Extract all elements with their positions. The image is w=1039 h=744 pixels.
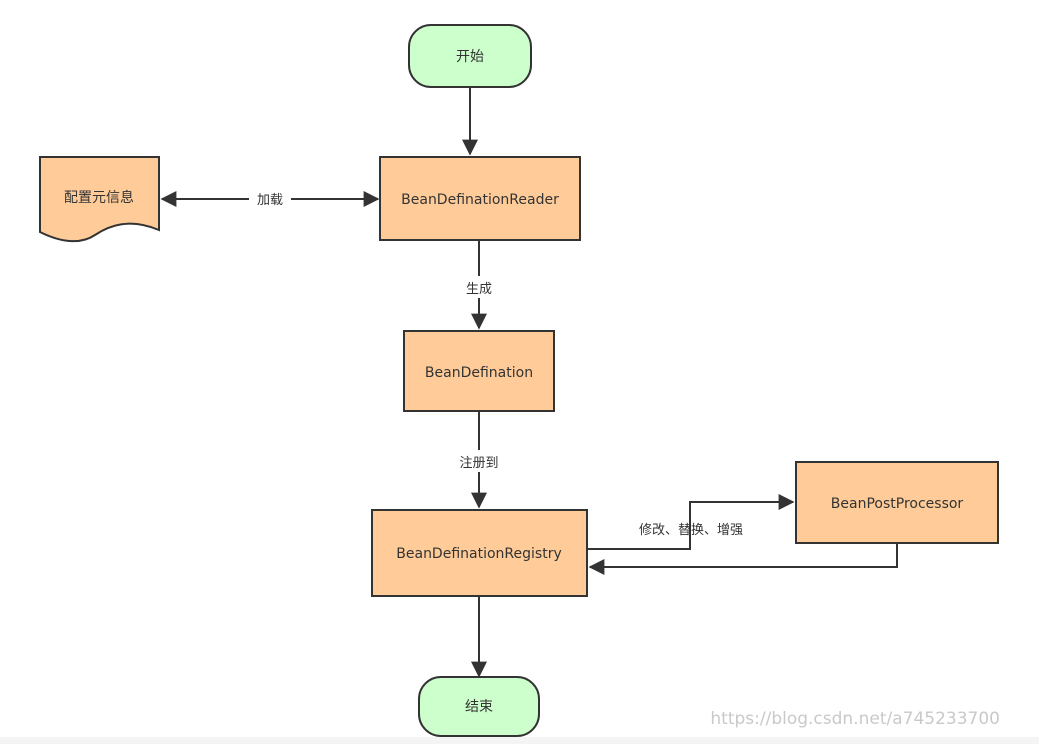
edge-label-generate: 生成 [466, 282, 492, 297]
watermark-text: https://blog.csdn.net/a745233700 [710, 709, 1000, 729]
node-reader[interactable]: BeanDefinationReader [379, 156, 581, 241]
node-registry[interactable]: BeanDefinationRegistry [371, 509, 588, 597]
node-registry-label: BeanDefinationRegistry [396, 546, 561, 562]
edge-postprocessor-to-registry [588, 543, 898, 575]
edge-registry-to-postprocessor [588, 494, 795, 550]
node-reader-label: BeanDefinationReader [401, 192, 559, 208]
node-start-label: 开始 [456, 49, 484, 65]
node-postprocessor[interactable]: BeanPostProcessor [795, 461, 999, 544]
node-definition[interactable]: BeanDefination [403, 330, 555, 412]
node-postprocessor-label: BeanPostProcessor [831, 496, 964, 512]
edge-label-modify: 修改、替换、增强 [639, 523, 743, 538]
node-end-label: 结束 [465, 699, 493, 715]
node-end[interactable]: 结束 [418, 676, 540, 737]
node-config[interactable]: 配置元信息 [39, 156, 160, 243]
node-start[interactable]: 开始 [408, 24, 532, 88]
edge-label-register: 注册到 [459, 456, 498, 471]
node-definition-label: BeanDefination [425, 365, 533, 381]
node-config-label: 配置元信息 [64, 189, 134, 206]
bottom-strip [0, 737, 1039, 744]
edge-label-load: 加载 [257, 193, 283, 208]
